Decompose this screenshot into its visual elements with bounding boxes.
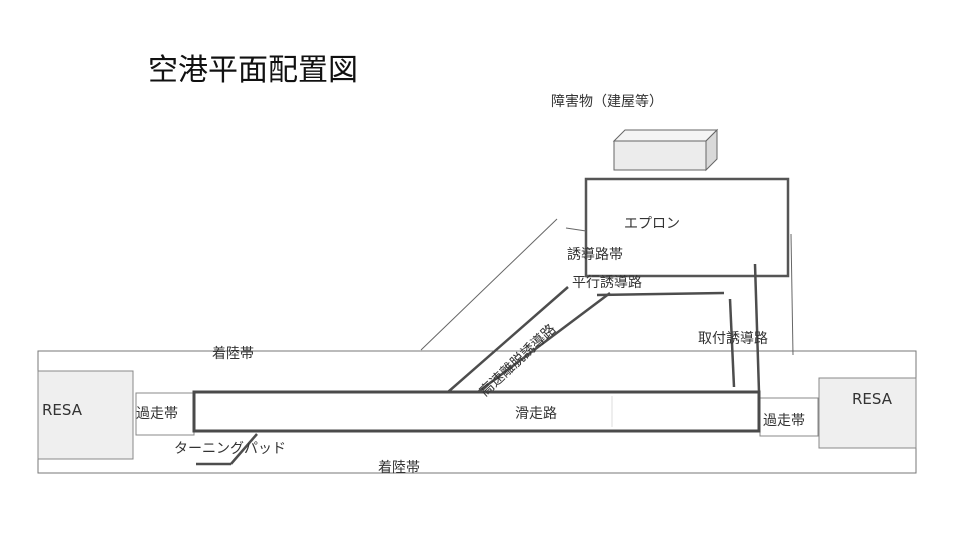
taxiway-strip-boundary-right — [790, 233, 794, 356]
diagram-title: 空港平面配置図 — [148, 53, 358, 88]
resa-left-area — [37, 370, 134, 460]
resa-left-label: RESA — [42, 401, 83, 419]
overrun-right-area — [759, 397, 819, 437]
turning-pad-label: ターニングパッド — [174, 441, 286, 457]
overrun-left-area — [135, 392, 195, 436]
resa-right-area — [818, 377, 917, 449]
runway — [192, 390, 761, 433]
apron-area — [584, 177, 790, 278]
taxiway-strip-marker — [565, 227, 587, 232]
overrun-left-label: 過走帯 — [136, 406, 178, 422]
taxiway-strip-label: 誘導路帯 — [567, 247, 623, 263]
resa-right-label: RESA — [852, 390, 893, 408]
apron-label: エプロン — [624, 216, 680, 232]
overrun-right-label: 過走帯 — [763, 413, 805, 429]
runway-label: 滑走路 — [515, 405, 557, 422]
landing-strip-label-bottom: 着陸帯 — [378, 460, 420, 476]
rapid-exit-taxiway — [447, 286, 611, 393]
obstacle-label: 障害物（建屋等） — [551, 93, 663, 110]
turning-pad — [196, 433, 258, 466]
parallel-taxiway-label: 平行誘導路 — [572, 275, 642, 291]
landing-strip-label-top: 着陸帯 — [212, 346, 254, 362]
obstacle-building — [612, 128, 719, 172]
access-taxiway-label: 取付誘導路 — [698, 331, 768, 347]
parallel-taxiway — [596, 291, 725, 297]
taxiway-strip-boundary — [420, 218, 558, 351]
access-taxiway — [728, 263, 761, 393]
